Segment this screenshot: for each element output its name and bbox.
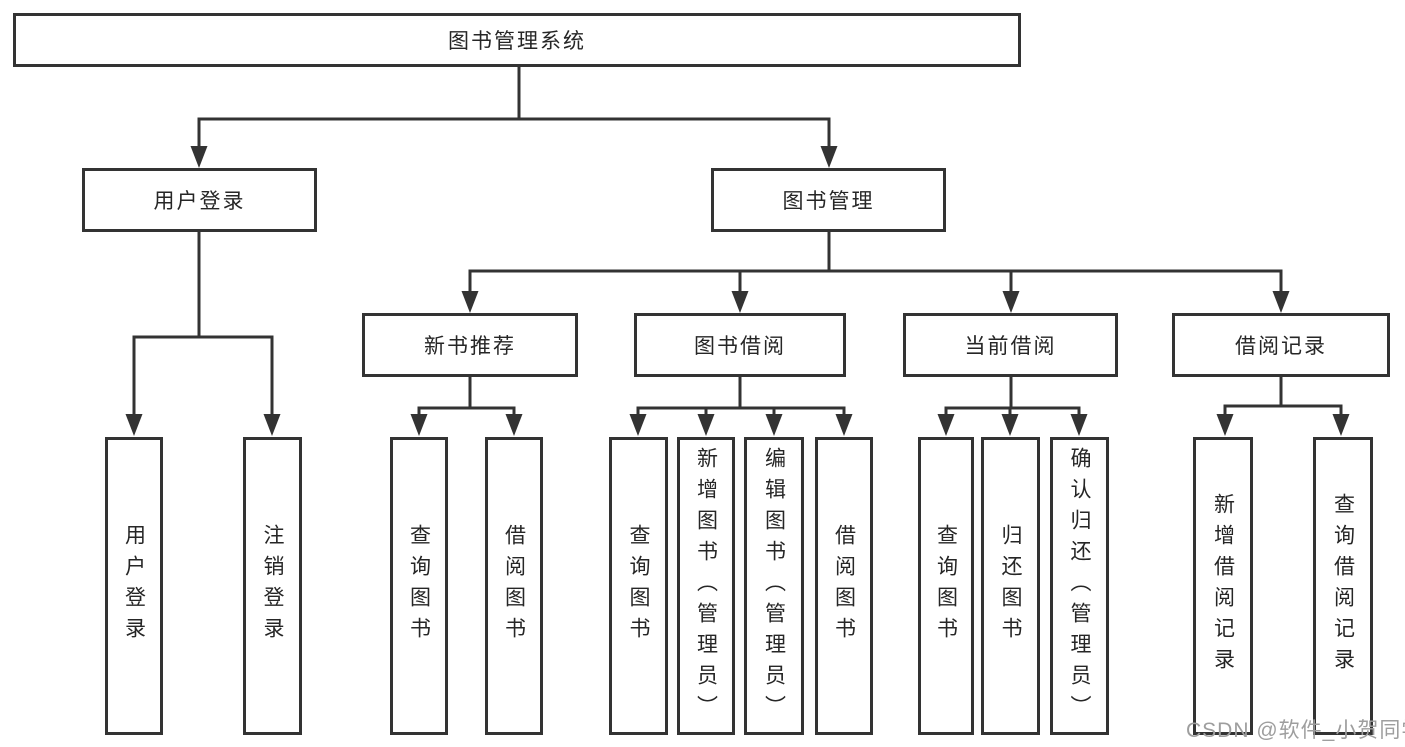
leaf-return-book: 归还图书 (981, 437, 1040, 735)
leaf-query-books: 查询图书 (609, 437, 668, 735)
arrowhead-down-icon (190, 146, 208, 168)
leaf-label: 查询借阅记录 (1331, 493, 1355, 679)
leaf-label: 确认归还（管理员） (1068, 446, 1091, 726)
leaf-logout: 注销登录 (243, 437, 302, 735)
leaf-edit-book-admin: 编辑图书（管理员） (744, 437, 804, 735)
node-borrow-records: 借阅记录 (1172, 313, 1390, 377)
arrowhead-down-icon (410, 414, 428, 436)
arrowhead-down-icon (1002, 291, 1020, 313)
arrowhead-down-icon (125, 414, 143, 436)
leaf-label: 新增图书（管理员） (694, 446, 718, 726)
leaf-label: 新增借阅记录 (1211, 493, 1235, 679)
arrowhead-down-icon (1332, 414, 1350, 436)
leaf-confirm-return-admin: 确认归还（管理员） (1050, 437, 1109, 735)
leaf-label: 查询图书 (934, 524, 958, 648)
arrowhead-down-icon (505, 414, 523, 436)
arrowhead-down-icon (731, 291, 749, 313)
node-current-borrow: 当前借阅 (903, 313, 1118, 377)
arrowhead-down-icon (937, 414, 955, 436)
arrowhead-down-icon (1216, 414, 1234, 436)
leaf-label: 注销登录 (261, 524, 284, 648)
node-new-book-recommend: 新书推荐 (362, 313, 578, 377)
arrowhead-down-icon (1272, 291, 1290, 313)
arrowhead-down-icon (263, 414, 281, 436)
leaf-query-books: 查询图书 (390, 437, 448, 735)
leaf-add-book-admin: 新增图书（管理员） (677, 437, 735, 735)
leaf-borrow-books: 借阅图书 (485, 437, 543, 735)
leaf-label: 编辑图书（管理员） (762, 446, 786, 726)
arrowhead-down-icon (820, 146, 838, 168)
node-book-borrow: 图书借阅 (634, 313, 846, 377)
leaf-label: 借阅图书 (832, 524, 856, 648)
leaf-add-borrow-record: 新增借阅记录 (1193, 437, 1253, 735)
leaf-label: 用户登录 (122, 524, 146, 648)
leaf-user-login: 用户登录 (105, 437, 163, 735)
arrowhead-down-icon (461, 291, 479, 313)
leaf-label: 查询图书 (627, 524, 650, 648)
arrowhead-down-icon (629, 414, 647, 436)
arrowhead-down-icon (1001, 414, 1019, 436)
leaf-label: 借阅图书 (502, 524, 526, 648)
arrowhead-down-icon (765, 414, 783, 436)
leaf-query-books: 查询图书 (918, 437, 974, 735)
leaf-borrow-books: 借阅图书 (815, 437, 873, 735)
csdn-watermark: CSDN @软件_小贺同学 (1186, 719, 1405, 742)
arrowhead-down-icon (1070, 414, 1088, 436)
leaf-label: 查询图书 (407, 524, 431, 648)
node-root-library-system: 图书管理系统 (13, 13, 1021, 67)
node-user-login: 用户登录 (82, 168, 317, 232)
node-book-management: 图书管理 (711, 168, 946, 232)
leaf-query-borrow-record: 查询借阅记录 (1313, 437, 1373, 735)
leaf-label: 归还图书 (999, 524, 1022, 648)
arrowhead-down-icon (835, 414, 853, 436)
arrowhead-down-icon (697, 414, 715, 436)
